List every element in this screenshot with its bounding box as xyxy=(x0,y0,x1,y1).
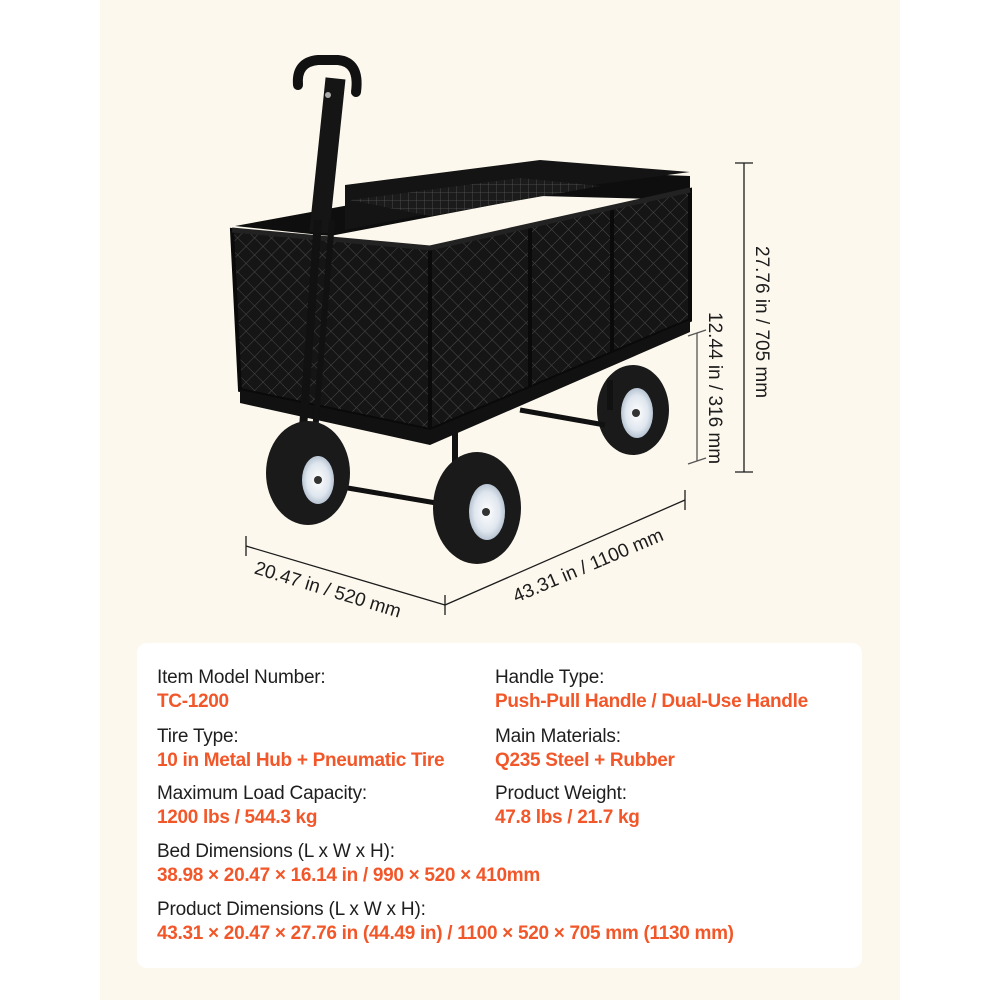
spec-value: TC-1200 xyxy=(157,691,229,712)
spec-value: 1200 lbs / 544.3 kg xyxy=(157,807,318,828)
spec-label: Main Materials: xyxy=(495,726,621,747)
spec-label: Item Model Number: xyxy=(157,667,326,688)
spec-model: Item Model Number: TC-1200 xyxy=(157,666,326,714)
spec-label: Product Dimensions (L x W x H): xyxy=(157,899,426,920)
spec-label: Handle Type: xyxy=(495,667,605,688)
cart-grid-floor xyxy=(350,178,600,216)
spec-label: Tire Type: xyxy=(157,726,239,747)
spec-value: Q235 Steel + Rubber xyxy=(495,750,675,771)
spec-load: Maximum Load Capacity: 1200 lbs / 544.3 … xyxy=(157,782,367,830)
spec-value: 10 in Metal Hub + Pneumatic Tire xyxy=(157,750,445,771)
spec-product-dimensions: Product Dimensions (L x W x H): 43.31 × … xyxy=(157,898,734,946)
spec-tire: Tire Type: 10 in Metal Hub + Pneumatic T… xyxy=(157,725,445,773)
spec-label: Product Weight: xyxy=(495,783,627,804)
bed-height-label: 12.44 in / 316 mm xyxy=(704,312,725,465)
overall-height-label: 27.76 in / 705 mm xyxy=(751,246,772,399)
front-left-wheel xyxy=(266,421,350,525)
cart-base-frame xyxy=(240,320,690,445)
rear-right-wheel xyxy=(597,365,669,455)
rear-axle xyxy=(519,407,606,428)
product-figure: 27.76 in / 705 mm 12.44 in / 316 mm 20.4… xyxy=(229,55,772,623)
spec-value: 47.8 lbs / 21.7 kg xyxy=(495,807,640,828)
dimension-lines xyxy=(245,162,753,615)
garden-cart-illustration xyxy=(229,55,753,615)
spec-value: 43.31 × 20.47 × 27.76 in (44.49 in) / 11… xyxy=(157,923,734,944)
spec-bed-dimensions: Bed Dimensions (L x W x H): 38.98 × 20.4… xyxy=(157,840,540,888)
front-right-wheel xyxy=(433,452,521,564)
spec-card: Item Model Number: TC-1200 Handle Type: … xyxy=(137,643,862,968)
spec-materials: Main Materials: Q235 Steel + Rubber xyxy=(495,725,675,773)
spec-label: Bed Dimensions (L x W x H): xyxy=(157,841,395,862)
spec-label: Maximum Load Capacity: xyxy=(157,783,367,804)
spec-weight: Product Weight: 47.8 lbs / 21.7 kg xyxy=(495,782,640,830)
front-axle xyxy=(329,482,449,508)
spec-handle: Handle Type: Push-Pull Handle / Dual-Use… xyxy=(495,666,808,714)
spec-value: Push-Pull Handle / Dual-Use Handle xyxy=(495,691,808,712)
spec-value: 38.98 × 20.47 × 16.14 in / 990 × 520 × 4… xyxy=(157,865,540,886)
